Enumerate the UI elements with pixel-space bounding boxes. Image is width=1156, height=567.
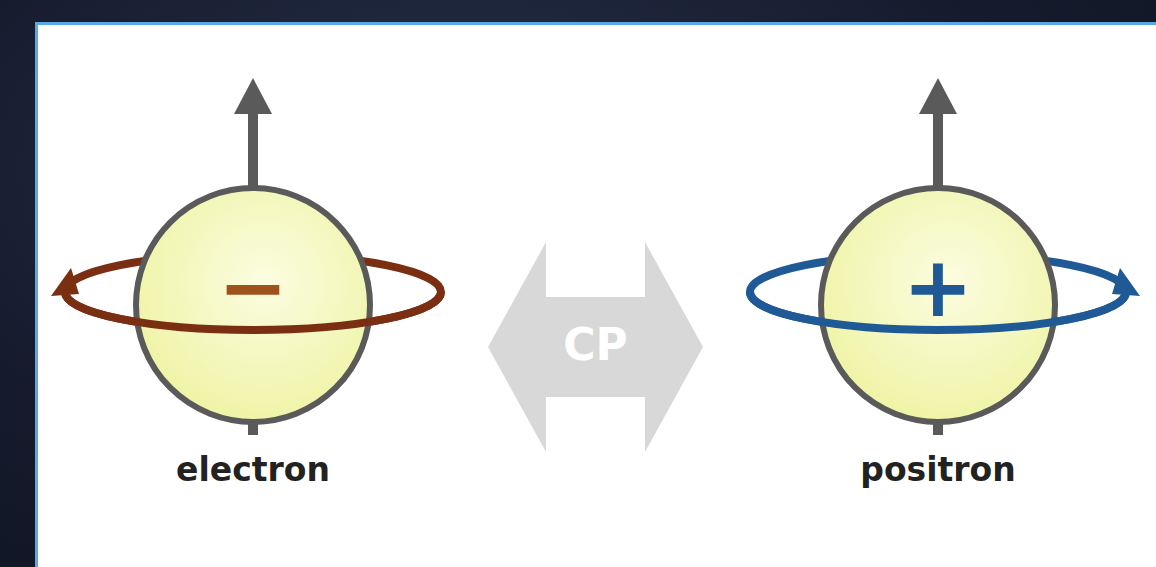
charge-sign: + bbox=[903, 245, 973, 329]
cp-double-arrow bbox=[488, 242, 703, 452]
spin-arrowhead bbox=[919, 78, 957, 114]
particle-sphere: + positron bbox=[738, 70, 1138, 500]
sphere-outline bbox=[821, 188, 1055, 422]
edge-label: CP bbox=[563, 323, 628, 367]
charge-sign: − bbox=[218, 245, 288, 329]
spin-arrowhead bbox=[234, 78, 272, 114]
particle-label: electron bbox=[176, 452, 330, 488]
sphere-outline bbox=[136, 188, 370, 422]
particle-label: positron bbox=[860, 452, 1015, 488]
rotation-arrowhead bbox=[1112, 268, 1140, 296]
particle-sphere: − electron bbox=[53, 70, 453, 500]
rotation-arrowhead bbox=[51, 268, 79, 296]
